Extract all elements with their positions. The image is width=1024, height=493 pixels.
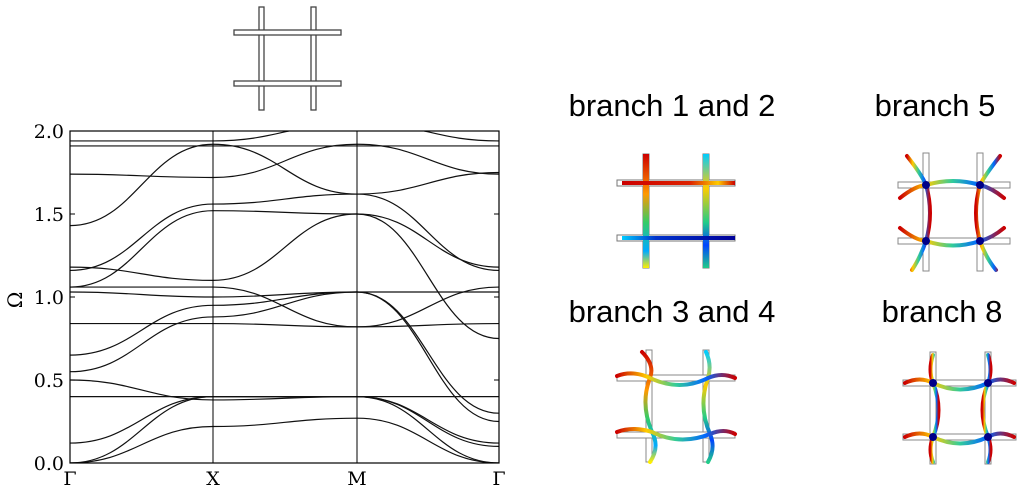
band-line-13 <box>70 213 499 282</box>
y-tick-label: 0.0 <box>34 453 64 475</box>
mode-shape-branch-5 <box>897 152 1011 272</box>
band-line-15 <box>70 143 499 179</box>
mode-shape-branch-3-4 <box>615 349 737 464</box>
y-tick-label: 0.5 <box>34 370 64 392</box>
band-line-10 <box>70 286 499 328</box>
y-tick-label: 2.0 <box>34 121 64 143</box>
x-tick-label: M <box>347 468 366 490</box>
x-tick-label: Γ <box>63 468 76 490</box>
dispersion-bands <box>70 131 499 463</box>
x-tick-label: Γ <box>492 468 505 490</box>
band-structure-chart: 0.0 0.5 1.0 1.5 2.0 Γ X M Γ Ω <box>3 121 506 490</box>
band-line-8 <box>70 322 499 328</box>
band-line-4 <box>70 379 499 444</box>
branch-label-1-2: branch 1 and 2 <box>569 88 776 123</box>
chart-axes <box>69 130 500 464</box>
band-line-9 <box>70 291 499 298</box>
plot-frame <box>69 130 500 464</box>
band-line-1 <box>70 417 499 463</box>
lattice-unit-cell-icon <box>233 6 342 111</box>
mode-shape-branch-1-2 <box>616 153 736 269</box>
branch-label-8: branch 8 <box>882 294 1003 329</box>
branch-label-5: branch 5 <box>875 88 996 123</box>
x-tick-label: X <box>206 468 220 490</box>
band-line-12 <box>70 193 499 272</box>
mode-shape-branch-8 <box>902 351 1017 465</box>
branch-label-3-4: branch 3 and 4 <box>569 294 776 329</box>
y-axis-label: Ω <box>3 292 27 309</box>
band-line-14 <box>70 143 499 227</box>
band-line-7 <box>70 291 499 414</box>
band-line-2 <box>70 395 499 463</box>
y-tick-label: 1.5 <box>34 204 64 226</box>
y-tick-label: 1.0 <box>34 287 64 309</box>
band-line-17 <box>70 131 499 142</box>
band-line-6 <box>70 291 499 423</box>
y-tick-labels: 0.0 0.5 1.0 1.5 2.0 <box>34 121 499 475</box>
band-line-11 <box>70 210 499 340</box>
band-line-3 <box>70 395 499 447</box>
